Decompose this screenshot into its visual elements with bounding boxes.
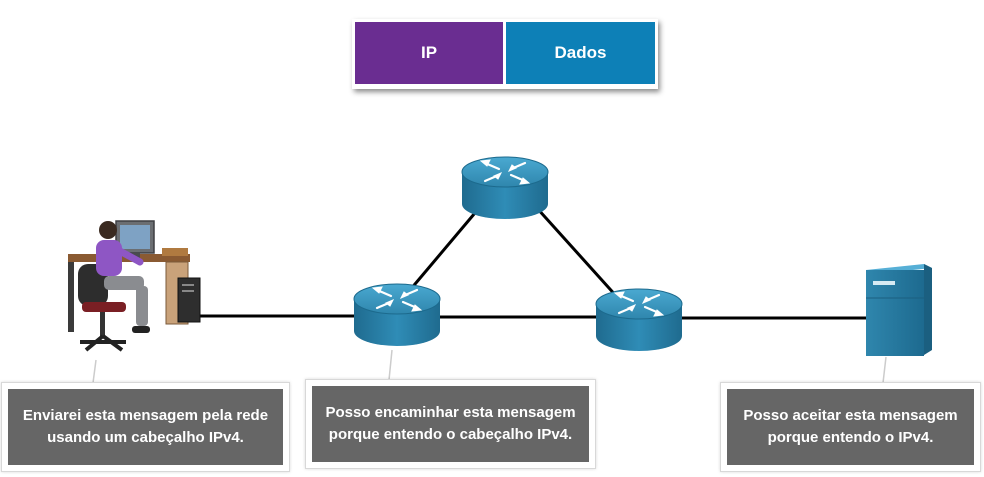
server-icon <box>866 264 932 356</box>
ip-packet: IP Dados <box>352 19 658 89</box>
router-callout-text: Posso encaminhar esta mensagem porque en… <box>312 386 589 462</box>
workstation-user-icon <box>68 220 201 352</box>
data-segment: Dados <box>506 22 655 84</box>
router-left-icon <box>352 282 442 348</box>
sender-callout-text: Enviarei esta mensagem pela rede usando … <box>8 389 283 465</box>
router-callout: Posso encaminhar esta mensagem porque en… <box>305 379 596 469</box>
router-right-icon <box>594 287 684 353</box>
link-top-right <box>534 205 620 300</box>
sender-callout: Enviarei esta mensagem pela rede usando … <box>1 382 290 472</box>
receiver-callout-text: Posso aceitar esta mensagem porque enten… <box>727 389 974 465</box>
link-left-top <box>408 206 482 291</box>
router-top-icon <box>460 155 550 221</box>
receiver-callout: Posso aceitar esta mensagem porque enten… <box>720 382 981 472</box>
network-links <box>200 205 870 320</box>
ip-header-segment: IP <box>355 22 503 84</box>
